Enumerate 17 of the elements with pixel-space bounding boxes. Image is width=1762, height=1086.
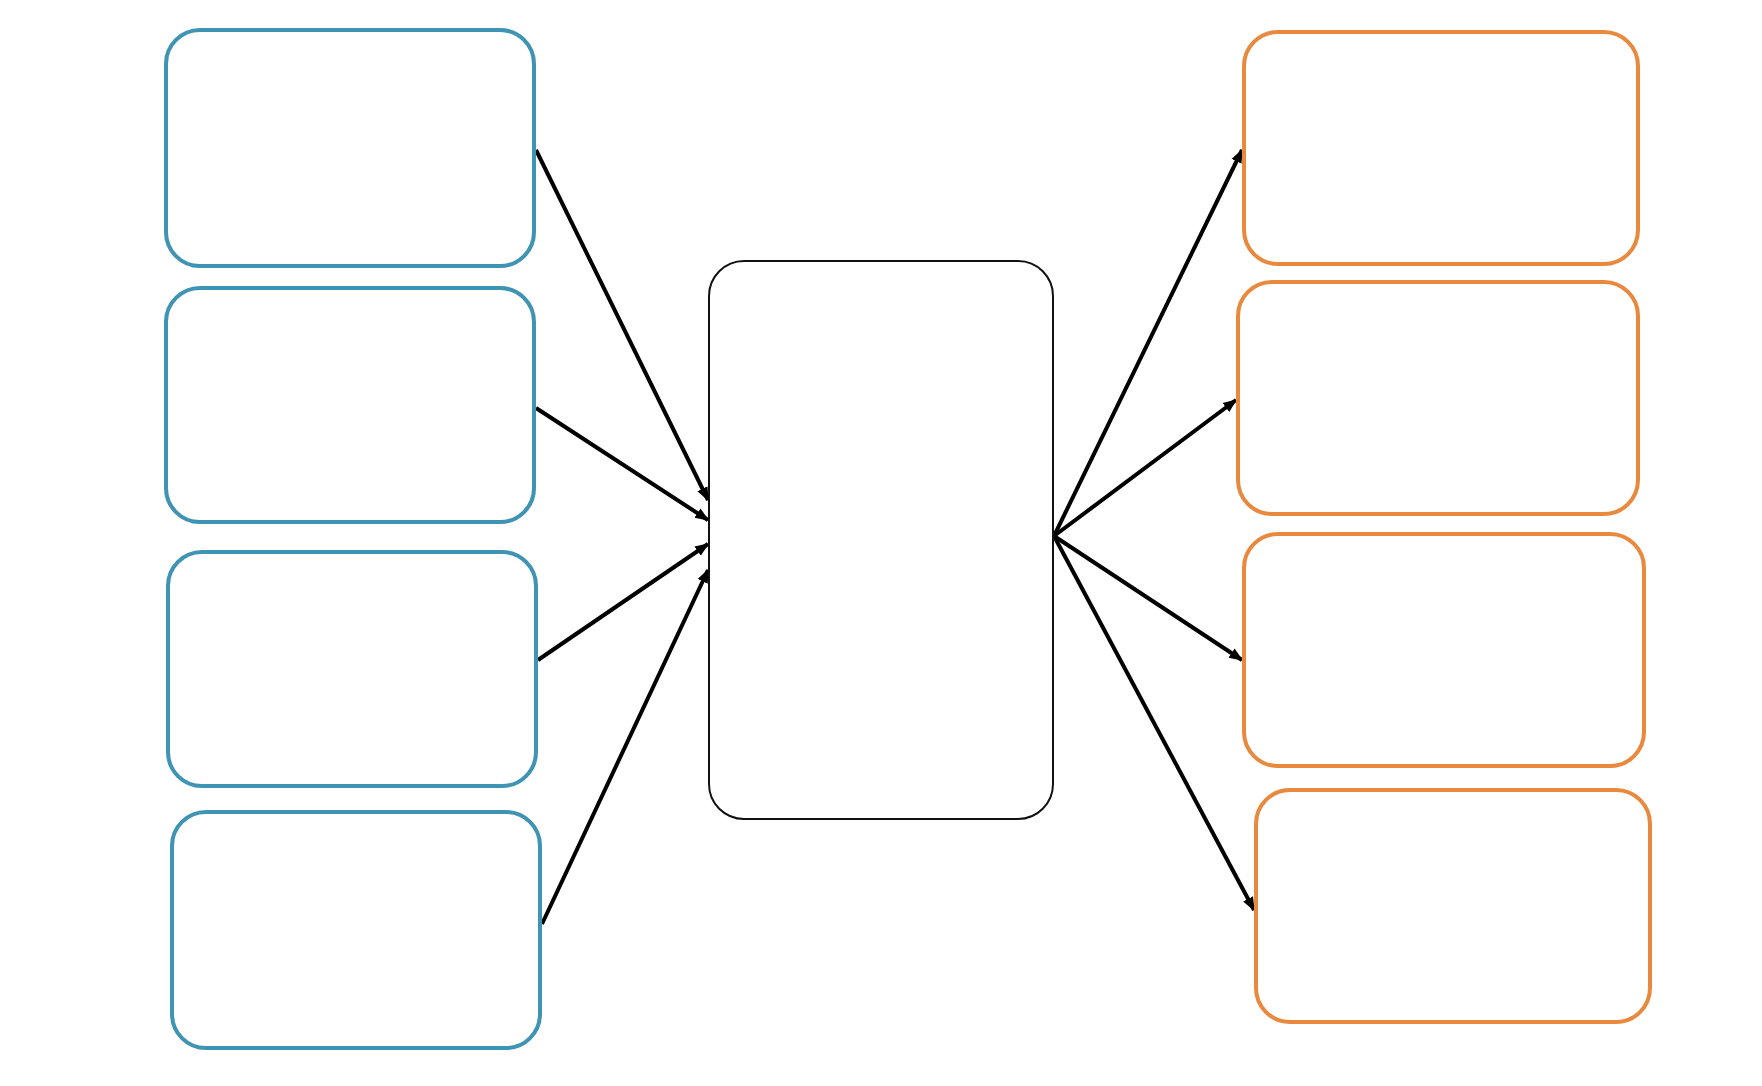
box-shape: [1242, 30, 1640, 266]
box-shape: [164, 28, 536, 268]
arrow: [540, 568, 710, 925]
box-shape: [708, 260, 1054, 820]
arrow: [534, 406, 710, 522]
box-shape: [166, 550, 538, 788]
box-shape: [164, 286, 536, 524]
arrow: [1052, 535, 1256, 912]
arrow: [1052, 534, 1244, 662]
arrow: [536, 542, 710, 662]
arrow: [1052, 398, 1238, 538]
box-shape: [1236, 280, 1640, 516]
arrow: [534, 149, 710, 502]
box-shape: [1242, 532, 1646, 768]
box-shape: [1254, 788, 1652, 1024]
box-shape: [170, 810, 542, 1050]
arrow: [1052, 148, 1244, 537]
